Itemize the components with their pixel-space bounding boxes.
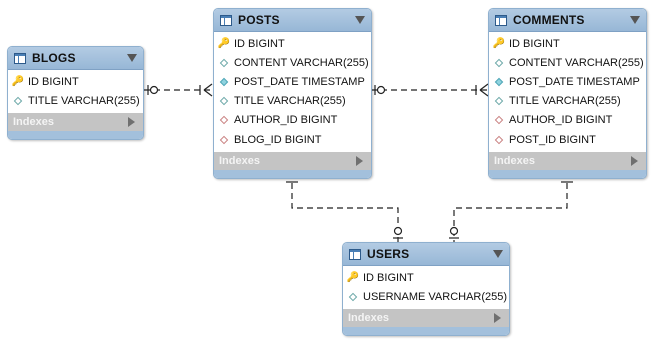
column-row[interactable]: CONTENT VARCHAR(255) <box>214 53 371 72</box>
column-label: AUTHOR_ID BIGINT <box>234 114 338 127</box>
column-list: 🔑 ID BIGINT CONTENT VARCHAR(255) POST_DA… <box>214 32 371 152</box>
column-diamond-icon <box>347 292 359 302</box>
column-row[interactable]: TITLE VARCHAR(255) <box>489 92 646 111</box>
table-header[interactable]: POSTS <box>214 9 371 32</box>
table-bottom-bar <box>489 170 646 179</box>
column-label: POST_DATE TIMESTAMP <box>509 75 640 88</box>
column-row[interactable]: 🔑 ID BIGINT <box>214 34 371 53</box>
indexes-label: Indexes <box>13 116 54 129</box>
column-row[interactable]: 🔑 ID BIGINT <box>489 34 646 53</box>
foreign-key-diamond-icon <box>493 135 505 144</box>
column-row[interactable]: POST_DATE TIMESTAMP <box>214 72 371 91</box>
relationship-users-posts[interactable] <box>285 172 403 242</box>
indexes-label: Indexes <box>348 312 389 325</box>
table-comments[interactable]: COMMENTS 🔑 ID BIGINT CONTENT VARCHAR(255… <box>488 8 647 180</box>
table-icon <box>349 248 361 260</box>
column-label: POST_DATE TIMESTAMP <box>234 75 365 88</box>
expand-arrow-icon[interactable] <box>494 313 501 324</box>
primary-key-icon: 🔑 <box>217 37 231 49</box>
table-header[interactable]: USERS <box>343 243 509 266</box>
table-icon <box>220 14 232 26</box>
table-name: USERS <box>367 247 410 261</box>
indexes-section[interactable]: Indexes <box>343 309 509 328</box>
table-icon <box>14 52 26 64</box>
primary-key-icon: 🔑 <box>346 271 360 283</box>
column-row[interactable]: BLOG_ID BIGINT <box>214 130 371 149</box>
expand-arrow-icon[interactable] <box>356 156 363 167</box>
foreign-key-diamond-icon <box>218 116 230 125</box>
indexes-section[interactable]: Indexes <box>8 113 143 132</box>
column-label: USERNAME VARCHAR(255) <box>363 290 508 303</box>
column-diamond-icon <box>493 58 505 68</box>
table-name: POSTS <box>238 13 280 27</box>
not-null-diamond-icon <box>493 77 505 87</box>
column-row[interactable]: AUTHOR_ID BIGINT <box>489 111 646 130</box>
table-posts[interactable]: POSTS 🔑 ID BIGINT CONTENT VARCHAR(255) P… <box>213 8 372 180</box>
collapse-arrow-icon[interactable] <box>493 250 503 258</box>
column-label: POST_ID BIGINT <box>509 133 596 146</box>
column-diamond-icon <box>218 96 230 106</box>
column-label: ID BIGINT <box>509 37 560 50</box>
not-null-diamond-icon <box>218 77 230 87</box>
foreign-key-diamond-icon <box>493 116 505 125</box>
column-list: 🔑 ID BIGINT TITLE VARCHAR(255) <box>8 70 143 113</box>
table-bottom-bar <box>214 170 371 179</box>
column-label: ID BIGINT <box>234 37 285 50</box>
indexes-label: Indexes <box>494 155 535 168</box>
column-row[interactable]: CONTENT VARCHAR(255) <box>489 53 646 72</box>
column-row[interactable]: USERNAME VARCHAR(255) <box>343 287 509 306</box>
column-label: ID BIGINT <box>363 271 414 284</box>
indexes-section[interactable]: Indexes <box>489 152 646 171</box>
collapse-arrow-icon[interactable] <box>630 16 640 24</box>
collapse-arrow-icon[interactable] <box>127 54 137 62</box>
table-name: COMMENTS <box>513 13 585 27</box>
table-bottom-bar <box>8 131 143 140</box>
relationship-posts-comments[interactable] <box>371 83 489 97</box>
table-bottom-bar <box>343 327 509 336</box>
table-header[interactable]: BLOGS <box>8 47 143 70</box>
table-icon <box>495 14 507 26</box>
table-users[interactable]: USERS 🔑 ID BIGINT USERNAME VARCHAR(255) … <box>342 242 510 337</box>
column-row[interactable]: 🔑 ID BIGINT <box>343 268 509 287</box>
relationship-users-comments[interactable] <box>449 172 574 242</box>
column-row[interactable]: POST_ID BIGINT <box>489 130 646 149</box>
table-blogs[interactable]: BLOGS 🔑 ID BIGINT TITLE VARCHAR(255) Ind… <box>7 46 144 141</box>
indexes-section[interactable]: Indexes <box>214 152 371 171</box>
table-header[interactable]: COMMENTS <box>489 9 646 32</box>
column-row[interactable]: AUTHOR_ID BIGINT <box>214 111 371 130</box>
column-diamond-icon <box>218 58 230 68</box>
table-name: BLOGS <box>32 51 76 65</box>
expand-arrow-icon[interactable] <box>631 156 638 167</box>
relationship-blogs-posts[interactable] <box>144 83 213 97</box>
column-label: CONTENT VARCHAR(255) <box>234 56 369 69</box>
column-label: TITLE VARCHAR(255) <box>509 95 621 108</box>
column-label: ID BIGINT <box>28 75 79 88</box>
column-diamond-icon <box>12 96 24 106</box>
foreign-key-diamond-icon <box>218 135 230 144</box>
column-label: TITLE VARCHAR(255) <box>28 94 140 107</box>
column-row[interactable]: 🔑 ID BIGINT <box>8 72 143 91</box>
column-row[interactable]: POST_DATE TIMESTAMP <box>489 72 646 91</box>
column-list: 🔑 ID BIGINT USERNAME VARCHAR(255) <box>343 266 509 309</box>
column-label: TITLE VARCHAR(255) <box>234 95 346 108</box>
indexes-label: Indexes <box>219 155 260 168</box>
expand-arrow-icon[interactable] <box>128 117 135 128</box>
column-list: 🔑 ID BIGINT CONTENT VARCHAR(255) POST_DA… <box>489 32 646 152</box>
primary-key-icon: 🔑 <box>11 75 25 87</box>
column-label: AUTHOR_ID BIGINT <box>509 114 613 127</box>
collapse-arrow-icon[interactable] <box>355 16 365 24</box>
column-diamond-icon <box>493 96 505 106</box>
column-label: BLOG_ID BIGINT <box>234 133 322 146</box>
column-label: CONTENT VARCHAR(255) <box>509 56 644 69</box>
column-row[interactable]: TITLE VARCHAR(255) <box>8 91 143 110</box>
primary-key-icon: 🔑 <box>492 37 506 49</box>
column-row[interactable]: TITLE VARCHAR(255) <box>214 92 371 111</box>
